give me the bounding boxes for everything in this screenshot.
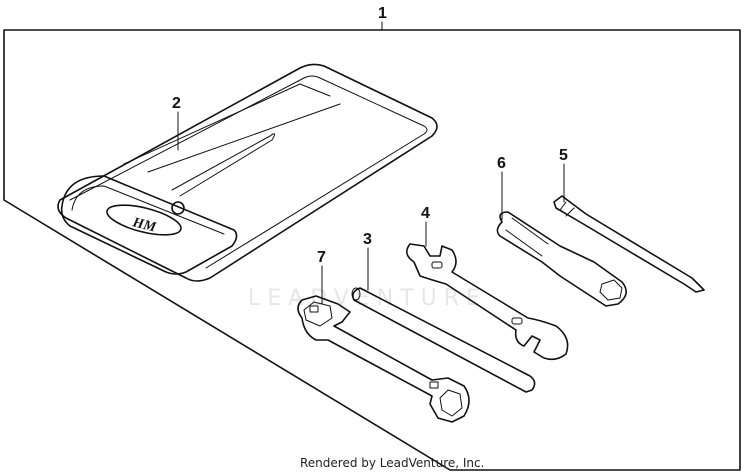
kit-frame (3, 21, 741, 471)
open-wrench (406, 243, 569, 361)
callout-1: 1 (378, 5, 387, 22)
leader-lines (177, 111, 565, 305)
callout-7: 7 (317, 249, 326, 266)
rod (351, 287, 536, 393)
rendered-by-footer: Rendered by LeadVenture, Inc. (300, 456, 485, 470)
callout-4: 4 (421, 205, 430, 222)
plug-wrench (297, 295, 470, 423)
callout-5: 5 (559, 147, 568, 164)
tool-case: HM (57, 63, 438, 282)
case-logo: HM (130, 215, 158, 236)
screwdriver-bit (553, 195, 705, 293)
callout-2: 2 (172, 95, 181, 112)
callout-6: 6 (497, 155, 506, 172)
callout-3: 3 (363, 231, 372, 248)
